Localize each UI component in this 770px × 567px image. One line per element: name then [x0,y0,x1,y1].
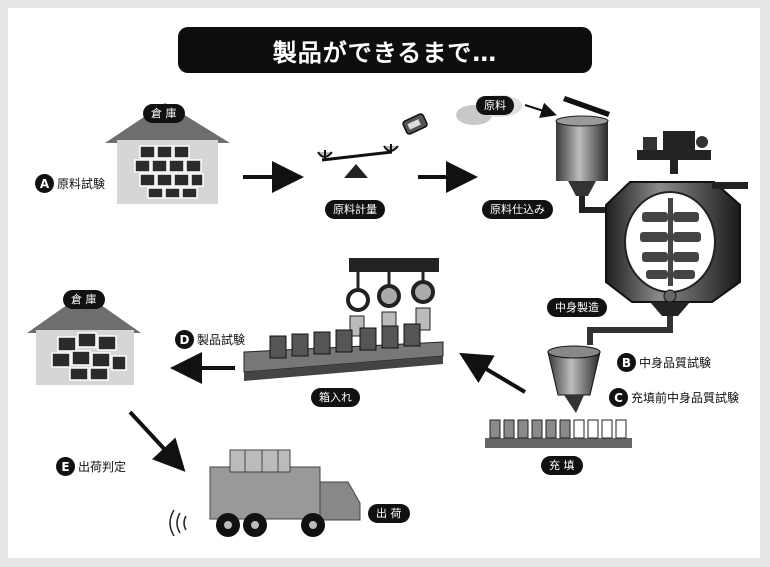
check-b: B 中身品質試験 [617,353,711,372]
check-c-badge: C [609,388,628,407]
page-title: 製品ができるまで… [178,27,592,73]
label-weighing: 原料計量 [325,200,385,219]
label-charging: 原料仕込み [482,200,553,219]
check-e-label: 出荷判定 [78,460,127,474]
delivery-truck [169,449,361,537]
filling-machine [485,345,632,448]
raw-material-warehouse [105,103,230,204]
label-raw-material: 原料 [476,96,514,115]
product-warehouse [27,293,141,385]
label-manufacturing: 中身製造 [547,298,607,317]
weighing-scale [317,113,428,178]
check-a-badge: A [35,174,54,193]
mixing-tank [587,181,748,345]
charging-hopper [555,115,648,213]
check-d-label: 製品試験 [197,333,246,347]
mixer-motor [637,131,711,174]
flow-arrows [128,161,527,472]
check-e: E 出荷判定 [56,457,126,476]
check-b-label: 中身品質試験 [639,356,712,370]
label-filling: 充 填 [541,456,583,475]
check-e-badge: E [56,457,75,476]
arrow-filling-to-boxing [459,352,527,394]
boxing-line [243,258,444,381]
label-boxing: 箱入れ [311,388,360,407]
check-c-label: 充填前中身品質試験 [631,391,740,405]
check-a-label: 原料試験 [57,177,106,191]
check-d: D 製品試験 [175,330,245,349]
check-b-badge: B [617,353,636,372]
check-d-badge: D [175,330,194,349]
arrow-warehouse-to-shipping [128,410,186,472]
arrow-raw-material [524,102,557,118]
label-warehouse-bottom: 倉 庫 [63,290,105,309]
check-a: A 原料試験 [35,174,105,193]
label-shipping: 出 荷 [368,504,410,523]
check-c: C 充填前中身品質試験 [609,388,739,407]
label-warehouse-top: 倉 庫 [143,104,185,123]
